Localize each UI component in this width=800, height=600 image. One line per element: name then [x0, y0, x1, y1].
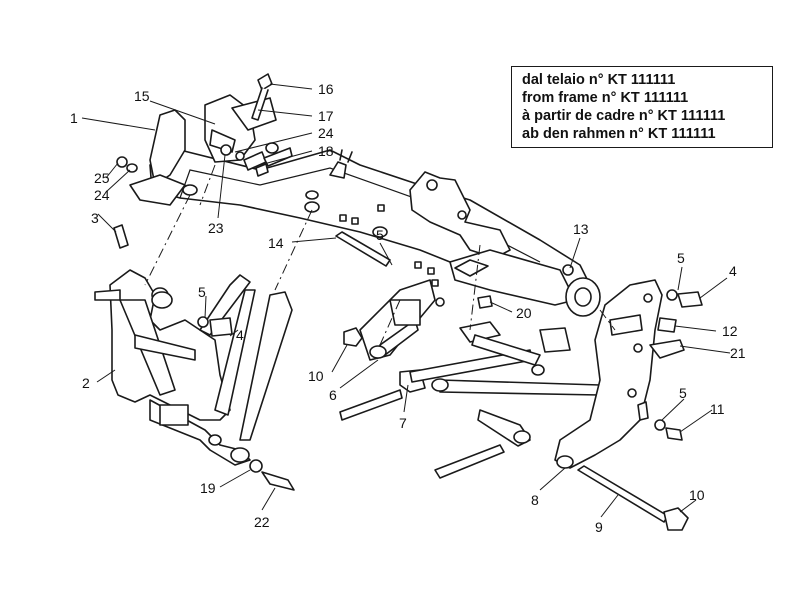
callout-22: 22: [254, 514, 270, 530]
callout-20: 20: [516, 305, 532, 321]
bracket-21: [649, 339, 685, 359]
pin-3: [113, 224, 129, 249]
callout-16: 16: [318, 81, 334, 97]
alignment-lines: [144, 164, 616, 346]
callout-8: 8: [531, 492, 539, 508]
nut-10-right: [663, 507, 689, 531]
note-line-german: ab den rahmen n° KT 111111: [522, 126, 716, 142]
frame-rear-section: [435, 249, 601, 317]
leader-lines: [81, 83, 731, 518]
callout-5-right-top: 5: [677, 250, 685, 266]
bolt-19-22: [249, 459, 295, 491]
bolts-12-5-right: [654, 289, 703, 441]
lower-rails-7: [339, 321, 601, 479]
callout-25: 25: [94, 170, 110, 186]
callout-5-left: 5: [198, 284, 206, 300]
long-bolt-9: [577, 465, 669, 523]
rear-frame-plate-8: [554, 279, 663, 469]
note-line-italian: dal telaio n° KT 111111: [522, 72, 676, 88]
callout-18: 18: [318, 143, 334, 159]
callout-21: 21: [730, 345, 746, 361]
callout-2: 2: [82, 375, 90, 391]
callout-24-left: 24: [94, 187, 110, 203]
callout-3: 3: [91, 210, 99, 226]
bolt-20: [477, 295, 493, 309]
callout-17: 17: [318, 108, 334, 124]
callout-23: 23: [208, 220, 224, 236]
callout-11: 11: [710, 401, 725, 417]
callout-10-left: 10: [308, 368, 324, 384]
callout-14: 14: [268, 235, 284, 251]
callout-5-center: 5: [376, 227, 384, 243]
callout-10-right: 10: [689, 487, 705, 503]
frame-number-note: dal telaio n° KT 111111 from frame n° KT…: [511, 66, 773, 148]
bolt-14: [335, 231, 391, 267]
callout-13: 13: [573, 221, 589, 237]
callout-24-top: 24: [318, 125, 334, 141]
lower-frame-6: [359, 279, 436, 361]
callout-12: 12: [722, 323, 738, 339]
frame-upper-bracket: [329, 149, 511, 259]
callout-1: 1: [70, 110, 78, 126]
headstock-bracket: [129, 94, 277, 206]
callout-4-right: 4: [729, 263, 737, 279]
nut-10-left: [343, 327, 363, 347]
washers-24-25: [116, 156, 138, 173]
callout-5-right-bottom: 5: [679, 385, 687, 401]
callout-6: 6: [329, 387, 337, 403]
callout-4-left: 4: [236, 327, 244, 343]
callout-15: 15: [134, 88, 150, 104]
callout-numbers: 1 15 16 17 24 18 25 24 3 23 14 5 13 5 4 …: [70, 81, 746, 535]
callout-9: 9: [595, 519, 603, 535]
note-line-french: à partir de cadre n° KT 111111: [522, 108, 726, 124]
note-line-english: from frame n° KT 111111: [522, 90, 689, 106]
callout-7: 7: [399, 415, 407, 431]
callout-19: 19: [200, 480, 216, 496]
